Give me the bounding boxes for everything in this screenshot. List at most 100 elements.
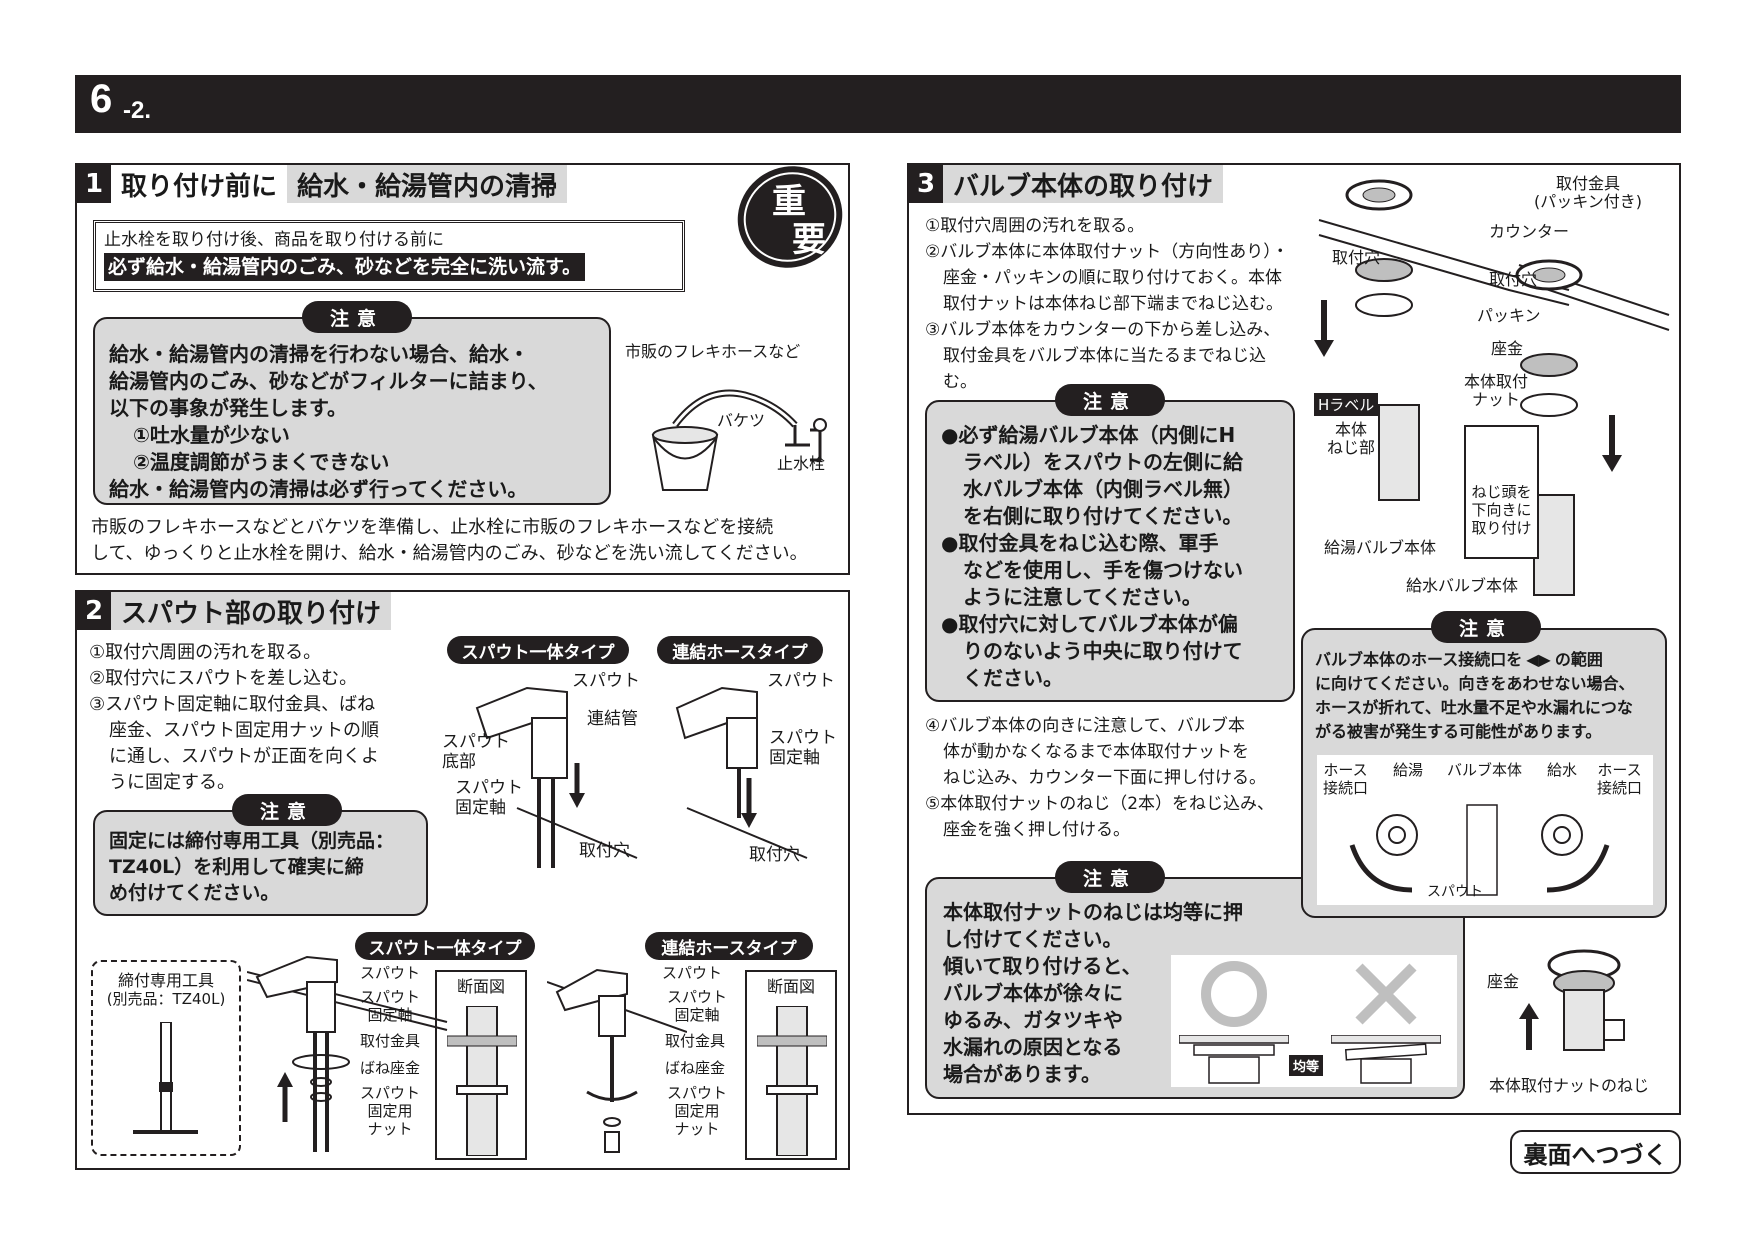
fig-nut-screw: 本体取付ナットのねじ — [1489, 1076, 1650, 1095]
caution-1-line-3: 以下の事象が発生します。 — [109, 396, 347, 420]
section-view-b: 断面図 — [745, 970, 837, 1160]
step-2-3c: に通し、スパウトが正面を向くよ — [109, 746, 379, 767]
screw-note-1: ねじ頭を — [1471, 483, 1532, 501]
caution-box-2: 固定には締付専用工具（別売品： TZ40L）を利用して確実に締 め付けてください… — [93, 810, 428, 916]
fig-valve-label: 止水栓 — [777, 454, 826, 473]
caution-3b-line-4: バルブ本体が徐々に — [943, 981, 1123, 1005]
section-subnumber: -2. — [123, 97, 152, 124]
asm-b-spout: スパウト — [662, 964, 723, 982]
caution-3b-line-6: 水漏れの原因となる — [943, 1035, 1123, 1059]
caution-3b-line-7: 場合があります。 — [943, 1062, 1101, 1086]
caution-3c-line-2: に向けてください。向きをあわせない場合、 — [1315, 674, 1635, 693]
hose-port-left: ホース接続口 — [1323, 761, 1369, 797]
fig-hole-1: 取付穴 — [1332, 248, 1381, 267]
section-3-number: 3 — [909, 165, 943, 203]
fig-nut: 本体取付ナット — [1464, 372, 1529, 409]
caution-3a-line-8: ●取付穴に対してバルブ本体が偏 — [941, 612, 1238, 636]
asm-a-spout: スパウト — [360, 964, 421, 982]
caution-3c-line-1: バルブ本体のホース接続口を◀▶の範囲 — [1315, 648, 1657, 672]
section-2-title-text: スパウト部の取り付け — [111, 592, 392, 630]
assembly-integrated-illustration — [247, 955, 448, 1152]
lbl-shaft-a: スパウト固定軸 — [455, 778, 523, 818]
lbl-hole-b: 取付穴 — [749, 845, 800, 865]
asm-a-shaft: スパウト固定軸 — [360, 988, 421, 1024]
caution-label-3c: 注意 — [1431, 611, 1541, 643]
section-3-panel: 3 バルブ本体の取り付け ①取付穴周囲の汚れを取る。 ②バルブ本体に本体取付ナッ… — [907, 163, 1681, 1115]
lbl-spout-b: スパウト — [767, 671, 835, 691]
step-2-3: ③スパウト固定軸に取付金具、ばね — [89, 694, 376, 715]
important-notice-box: 止水栓を取り付け後、商品を取り付ける前に 必ず給水・給湯管内のごみ、砂などを完全… — [93, 220, 685, 292]
cold-label: 給水 — [1547, 761, 1578, 779]
caution-label-1: 注意 — [302, 301, 412, 333]
lbl-shaft-b: スパウト固定軸 — [769, 728, 837, 768]
fig-hose-label: 市販のフレキホースなど — [625, 342, 801, 361]
caution-3b-line-2: し付けてください。 — [943, 927, 1123, 951]
section-1-title-a: 取り付け前に — [111, 165, 288, 203]
step-3-2b: 座金・パッキンの順に取り付けておく。本体 — [943, 268, 1282, 288]
type-hose-pill-bottom: 連結ホースタイプ — [645, 932, 813, 960]
caution-3c-line-3: ホースが折れて、吐水量不足や水漏れにつな — [1315, 698, 1633, 717]
caution-3a-line-1: ●必ず給湯バルブ本体（内側にH — [941, 423, 1236, 447]
caution-2-line-2: TZ40L）を利用して確実に締 — [109, 856, 364, 878]
section-2-panel: 2 スパウト部の取り付け ①取付穴周囲の汚れを取る。 ②取付穴にスパウトを差し込… — [75, 590, 850, 1170]
type-integrated-pill-top: スパウト一体タイプ — [447, 636, 629, 664]
caution-3b-line-3: 傾いて取り付けると、 — [943, 954, 1142, 978]
tool-box: 締付専用工具 (別売品：TZ40L) — [91, 960, 241, 1156]
caution-2-line-3: め付けてください。 — [109, 882, 280, 904]
section-view-a: 断面図 — [435, 970, 527, 1160]
step-3-5: ⑤本体取付ナットのねじ（2本）をねじ込み、 — [925, 794, 1275, 814]
asm-a-nut: スパウト固定用ナット — [360, 1084, 421, 1138]
section-3-steps-b: ④バルブ本体の向きに注意して、バルブ本 体が動かなくなるまで本体取付ナットを ね… — [925, 713, 1295, 843]
lbl-base-a: スパウト底部 — [442, 732, 510, 772]
section-2-title: 2 スパウト部の取り付け — [77, 592, 392, 630]
step-2-3b: 座金、スパウト固定用ナットの順 — [109, 720, 379, 741]
screw-note-2: 下向きに — [1471, 501, 1532, 519]
caution-3a-line-7: ように注意してください。 — [963, 585, 1202, 609]
section-1-body: 市販のフレキホースなどとバケツを準備し、止水栓に市販のフレキホースなどを接続 し… — [91, 515, 841, 567]
important-char-1: 重 — [772, 182, 806, 222]
asm-a-bracket: 取付金具 — [360, 1032, 421, 1050]
caution-1-line-5: ②温度調節がうまくできない — [133, 450, 390, 474]
important-badge: 重 要 — [737, 166, 843, 268]
assembly-hose-illustration — [547, 968, 687, 1153]
hose-port-right: ホース接続口 — [1597, 761, 1643, 797]
tool-title-1: 締付専用工具 — [117, 971, 214, 990]
ok-flange-drawing — [1179, 1035, 1289, 1084]
caution-1-line-4: ①吐水量が少ない — [133, 423, 290, 447]
ok-circle-icon — [1201, 961, 1267, 1027]
caution-label-3a: 注意 — [1055, 384, 1165, 416]
section-3-title-text: バルブ本体の取り付け — [943, 165, 1224, 203]
spout-orientation-label: スパウト — [1427, 884, 1483, 900]
body-line-2: して、ゆっくりと止水栓を開け、給水・給湯管内のごみ、砂などを洗い流してください。 — [91, 543, 808, 564]
section-1-title-b: 給水・給湯管内の清掃 — [287, 165, 568, 203]
orientation-drawing — [1349, 804, 1610, 896]
even-badge: 均等 — [1289, 1055, 1324, 1076]
asm-b-washer: ばね座金 — [665, 1059, 726, 1077]
caution-3a-line-9: りのないよう中央に取り付けて — [963, 639, 1243, 663]
tool-title-2: (別売品：TZ40L) — [106, 990, 226, 1008]
fig-cold-valve: 給水バルブ本体 — [1406, 576, 1519, 595]
type-hose-pill-top: 連結ホースタイプ — [657, 636, 823, 664]
valve-body-label: バルブ本体 — [1447, 761, 1523, 779]
step-3-5b: 座金を強く押し付ける。 — [943, 820, 1130, 840]
section-3-title: 3 バルブ本体の取り付け — [909, 165, 1224, 203]
screw-note-box: ねじ頭を 下向きに 取り付け — [1464, 425, 1539, 559]
step-2-2: ②取付穴にスパウトを差し込む。 — [89, 668, 358, 689]
notice-line-1: 止水栓を取り付け後、商品を取り付ける前に — [104, 230, 444, 250]
page-header: 6 -2. — [75, 75, 1681, 133]
fig-thread: 本体ねじ部 — [1327, 420, 1376, 457]
step-2-3d: うに固定する。 — [109, 772, 235, 793]
caution-box-3c: バルブ本体のホース接続口を◀▶の範囲 に向けてください。向きをあわせない場合、 … — [1301, 628, 1667, 918]
fig-hole-2: 取付穴 — [1489, 270, 1538, 289]
caution-3a-line-3: 水バルブ本体（内側ラベル無） — [963, 477, 1243, 501]
nut-screw-illustration — [1519, 949, 1625, 1051]
fig-washer-2: 座金 — [1487, 972, 1520, 991]
section-view-a-drawing — [447, 1006, 517, 1156]
section-view-a-label: 断面図 — [456, 977, 505, 996]
ng-cross-icon — [1355, 963, 1417, 1025]
section-view-b-label: 断面図 — [766, 977, 815, 996]
fig-hlabel: Hラベル — [1314, 393, 1379, 416]
caution-label-2: 注意 — [232, 794, 342, 826]
caution-3a-line-10: ください。 — [963, 666, 1063, 690]
section-2-number: 2 — [77, 592, 111, 630]
